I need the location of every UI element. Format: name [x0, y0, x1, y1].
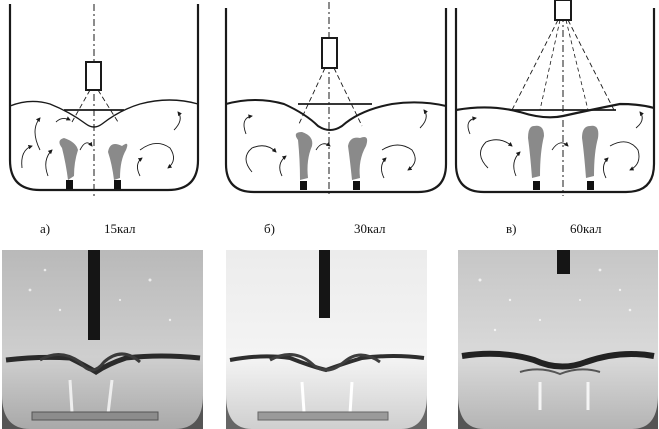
vessel-outline — [10, 4, 198, 190]
plume — [582, 126, 598, 178]
lance-icon — [86, 62, 101, 90]
flow-arrow-icon — [46, 150, 52, 176]
tuyere-icon — [114, 180, 121, 189]
tuyere-icon — [300, 181, 307, 190]
lance-icon — [557, 250, 570, 274]
flow-arrow-icon — [80, 143, 92, 150]
photo-a — [2, 250, 203, 429]
tuyere-icon — [353, 181, 360, 190]
diagram-b: б) 30кал — [226, 2, 446, 236]
jet-line — [298, 68, 325, 126]
jet-line — [540, 20, 560, 110]
jet-line — [72, 90, 90, 122]
flow-arrow-icon — [140, 143, 174, 168]
plume — [108, 144, 127, 180]
flow-arrow-icon — [381, 158, 386, 178]
flow-arrow-icon — [420, 110, 426, 128]
jet-line — [334, 68, 362, 126]
flow-arrow-icon — [316, 144, 330, 150]
flow-arrow-icon — [603, 158, 608, 178]
jet-line — [566, 20, 588, 110]
panel-value: 30кал — [354, 221, 386, 236]
panel-value: 15кал — [104, 221, 136, 236]
flow-arrow-icon — [137, 158, 142, 176]
lance-icon — [555, 0, 571, 20]
bath-surface — [10, 100, 198, 127]
lance-icon — [322, 38, 337, 68]
flow-arrow-icon — [382, 145, 415, 170]
lance-icon — [88, 250, 100, 340]
flow-arrow-icon — [244, 116, 252, 134]
flow-arrow-icon — [636, 112, 642, 128]
flow-arrow-icon — [174, 112, 180, 130]
flow-arrow-icon — [22, 146, 32, 168]
plume — [59, 138, 78, 180]
flow-arrow-icon — [468, 118, 476, 134]
flow-arrow-icon — [552, 143, 568, 150]
plume — [296, 132, 313, 180]
jet-line — [98, 90, 118, 122]
flow-arrow-icon — [610, 142, 639, 170]
photo-c — [458, 250, 658, 429]
vessel-outline — [456, 8, 654, 192]
flow-arrow-icon — [35, 118, 40, 150]
panel-letter: а) — [40, 221, 50, 236]
tuyere-icon — [66, 180, 73, 189]
flow-arrow-icon — [280, 156, 286, 176]
flow-arrow-icon — [246, 146, 276, 172]
diagram-a: а) 15кал — [10, 4, 198, 236]
tuyere-icon — [587, 181, 594, 190]
lance-icon — [319, 250, 330, 318]
plume — [528, 126, 544, 178]
photo-b — [226, 250, 427, 429]
jet-line — [512, 20, 558, 110]
panel-letter: в) — [506, 221, 516, 236]
flow-arrow-icon — [56, 118, 70, 122]
tuyere-icon — [533, 181, 540, 190]
diagram-c: в) 60кал — [456, 0, 654, 236]
panel-letter: б) — [264, 221, 275, 236]
plume — [348, 137, 367, 180]
panel-value: 60кал — [570, 221, 602, 236]
flow-arrow-icon — [514, 152, 520, 176]
jet-line — [568, 20, 614, 110]
flow-arrow-icon — [480, 140, 512, 168]
